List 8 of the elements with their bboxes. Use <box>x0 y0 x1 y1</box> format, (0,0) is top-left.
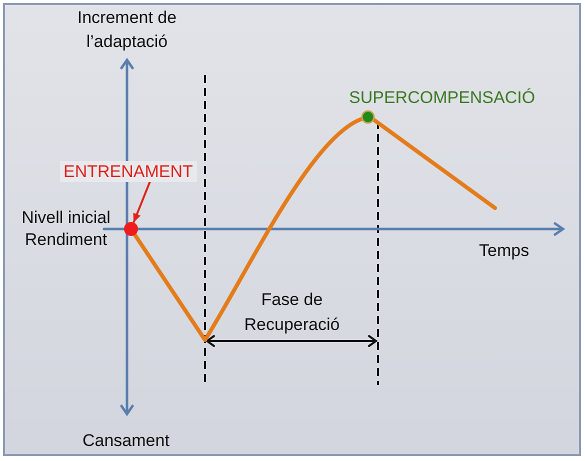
leader-line <box>132 181 151 223</box>
peak-label: SUPERCOMPENSACIÓ <box>349 86 536 108</box>
axis-title: Temps <box>479 240 530 260</box>
axis-title: Increment de l’adaptació <box>76 7 178 53</box>
baseline-label: Nivell inicial Rendiment <box>20 207 112 251</box>
dimension-label: Fase de Recuperació <box>243 289 341 336</box>
callout-label: ENTRENAMENT <box>60 160 197 182</box>
axis-title: Cansament <box>82 430 170 450</box>
